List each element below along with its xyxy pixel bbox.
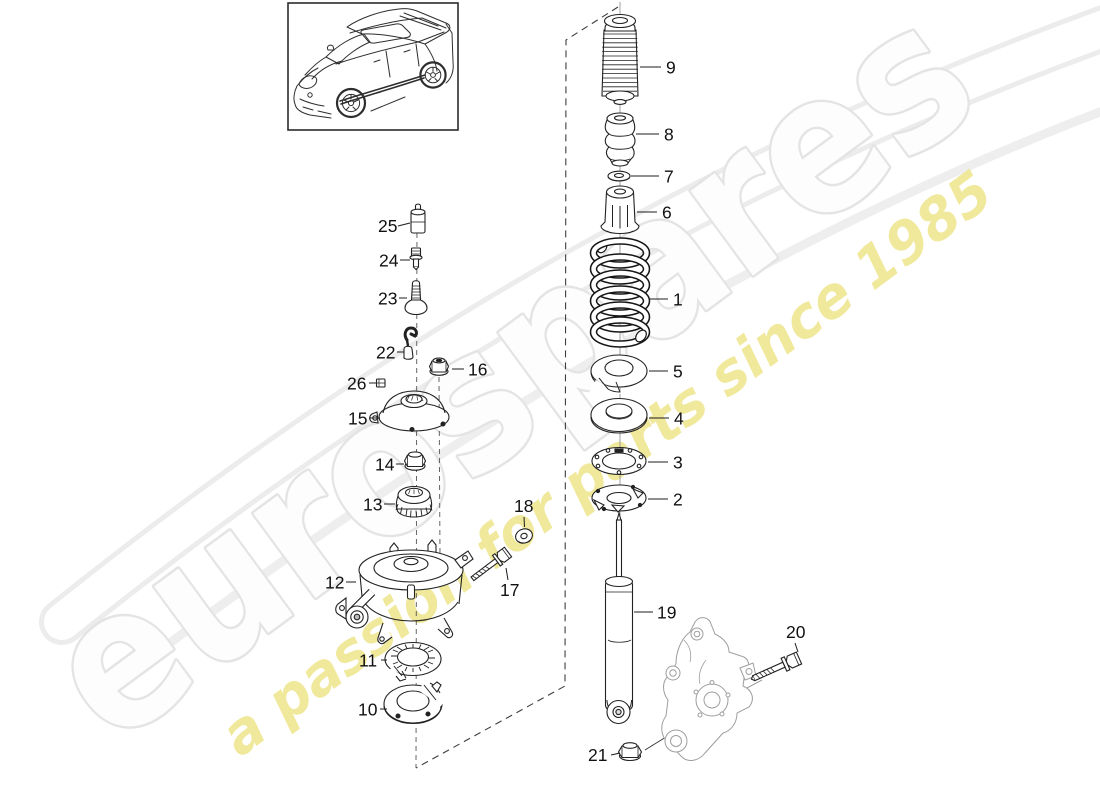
callout-4: 4 xyxy=(649,409,684,429)
callout-label-4[interactable]: 4 xyxy=(674,409,684,429)
callout-label-25[interactable]: 25 xyxy=(378,216,397,236)
callout-5: 5 xyxy=(649,362,683,382)
callouts: 9 8 7 6 1 5 4 3 2 19 20 21 25 24 23 22 1… xyxy=(325,58,806,766)
callout-label-23[interactable]: 23 xyxy=(378,289,397,309)
callout-label-20[interactable]: 20 xyxy=(786,622,806,642)
callout-11: 11 xyxy=(359,651,387,671)
callout-label-26[interactable]: 26 xyxy=(347,374,366,394)
callout-label-9[interactable]: 9 xyxy=(666,58,676,78)
callout-17: 17 xyxy=(500,567,519,600)
watermark-swoosh xyxy=(39,5,1100,663)
callout-label-2[interactable]: 2 xyxy=(673,490,683,510)
callout-14: 14 xyxy=(375,455,404,475)
callout-label-10[interactable]: 10 xyxy=(358,700,378,720)
callout-label-21[interactable]: 21 xyxy=(588,745,607,765)
part-20-bolt xyxy=(750,651,803,682)
callout-label-7[interactable]: 7 xyxy=(664,167,674,187)
part-19-shock-absorber xyxy=(604,510,634,725)
part-6-sleeve-cap xyxy=(600,185,640,235)
callout-18: 18 xyxy=(514,496,533,528)
callout-label-5[interactable]: 5 xyxy=(673,362,683,382)
callout-7: 7 xyxy=(631,167,674,187)
callout-22: 22 xyxy=(376,343,404,363)
callout-label-24[interactable]: 24 xyxy=(379,251,399,271)
callout-15: 15 xyxy=(348,409,380,429)
part-14-flange-nut xyxy=(403,451,427,471)
callout-19: 19 xyxy=(634,603,676,623)
car-illustration xyxy=(293,8,454,119)
callout-8: 8 xyxy=(636,125,674,145)
callout-label-3[interactable]: 3 xyxy=(673,453,683,473)
wheel-carrier-knuckle xyxy=(661,617,757,761)
callout-label-18[interactable]: 18 xyxy=(514,496,533,516)
watermark-brand: eurospares xyxy=(7,0,1013,785)
callout-10: 10 xyxy=(358,700,387,720)
callout-26: 26 xyxy=(347,374,376,394)
callout-label-12[interactable]: 12 xyxy=(325,573,344,593)
callout-23: 23 xyxy=(378,289,407,309)
callout-label-15[interactable]: 15 xyxy=(348,409,367,429)
part-1-coil-spring xyxy=(589,237,651,348)
part-24-screw xyxy=(409,247,423,271)
part-8-bump-stop xyxy=(604,112,636,167)
part-16-nut xyxy=(428,357,450,376)
callout-label-19[interactable]: 19 xyxy=(657,603,676,623)
part-12-mount-housing xyxy=(335,539,474,645)
callout-12: 12 xyxy=(325,573,356,593)
callout-label-1[interactable]: 1 xyxy=(673,290,683,310)
part-10-spring-seat-lower xyxy=(383,681,450,725)
part-2-retainer-plate xyxy=(591,484,647,513)
part-17-bolt xyxy=(470,546,513,582)
callout-label-8[interactable]: 8 xyxy=(664,125,674,145)
callout-6: 6 xyxy=(637,203,672,223)
callout-25: 25 xyxy=(378,216,411,236)
car-thumbnail-frame xyxy=(287,2,459,131)
part-22-hook xyxy=(403,326,418,360)
callout-21: 21 xyxy=(588,745,621,765)
part-4-support-ring xyxy=(590,397,648,434)
part-21-flange-nut xyxy=(617,742,643,762)
callout-label-13[interactable]: 13 xyxy=(363,495,382,515)
callout-1: 1 xyxy=(649,290,683,310)
part-18-washer xyxy=(515,528,533,544)
part-5-spring-seat xyxy=(588,354,648,394)
callout-16: 16 xyxy=(452,360,487,380)
callout-label-22[interactable]: 22 xyxy=(376,343,395,363)
part-15-strut-mount xyxy=(369,390,450,433)
callout-label-16[interactable]: 16 xyxy=(468,360,487,380)
callout-label-11[interactable]: 11 xyxy=(359,651,377,671)
part-3-perforated-washer xyxy=(591,446,647,476)
part-25-valve-unit xyxy=(410,203,426,234)
callout-20: 20 xyxy=(786,622,806,653)
callout-label-6[interactable]: 6 xyxy=(662,203,672,223)
callout-label-14[interactable]: 14 xyxy=(375,455,395,475)
callout-9: 9 xyxy=(640,58,676,78)
part-26-clip-nut xyxy=(375,378,386,388)
part-23-stud xyxy=(404,280,428,316)
part-7-washer xyxy=(607,170,631,182)
part-11-lock-ring xyxy=(384,641,442,682)
part-13-bearing xyxy=(395,485,433,518)
part-9-protective-boot xyxy=(601,13,639,105)
callout-24: 24 xyxy=(379,251,410,271)
car-thumbnail xyxy=(287,2,459,131)
callout-3: 3 xyxy=(648,453,683,473)
callout-13: 13 xyxy=(363,495,395,515)
callout-label-17[interactable]: 17 xyxy=(500,580,519,600)
callout-2: 2 xyxy=(648,490,683,510)
